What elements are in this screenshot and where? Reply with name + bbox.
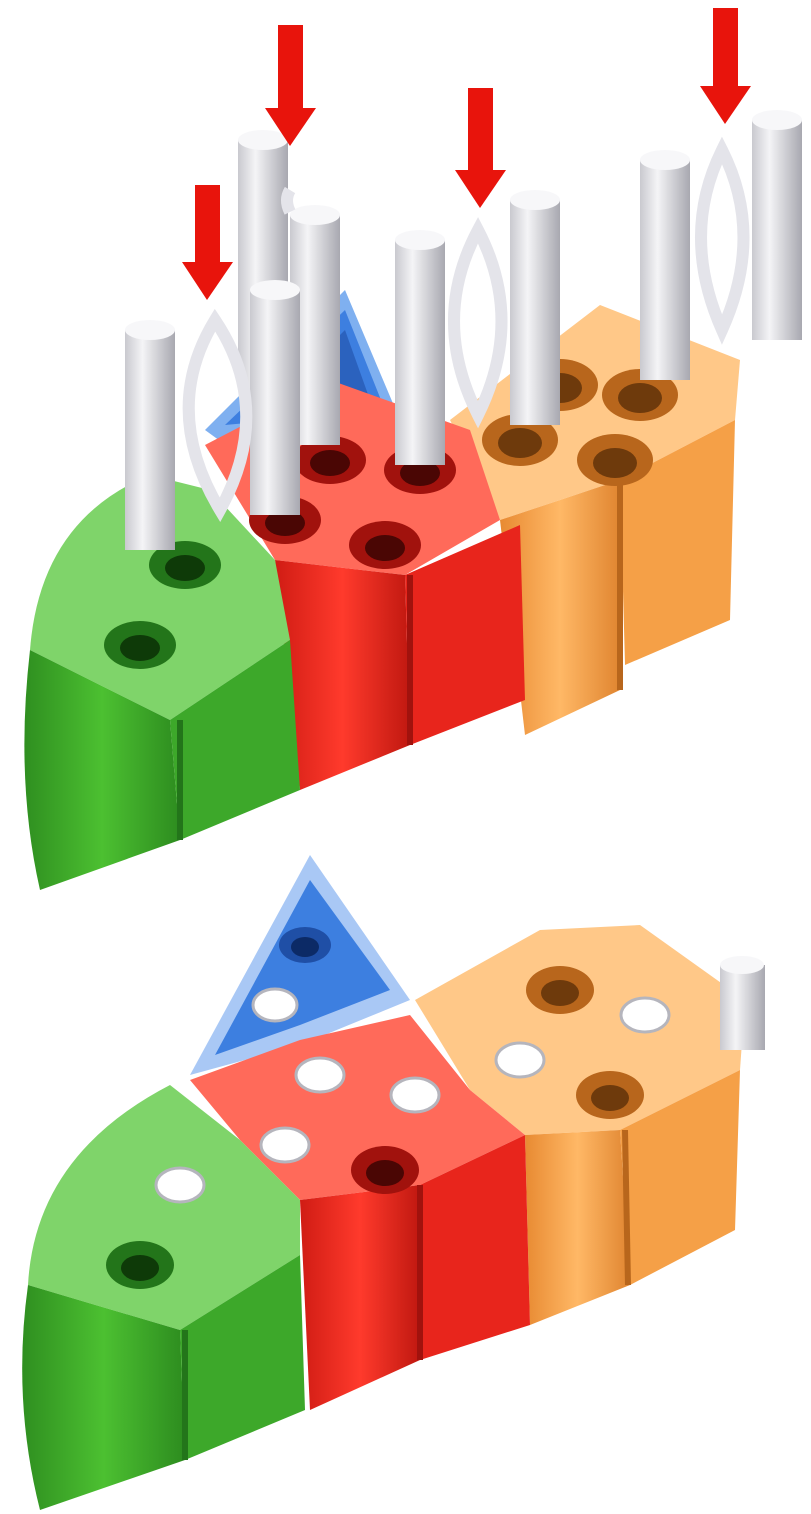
step-insert (24, 8, 802, 890)
down-arrow-icon (455, 88, 506, 208)
connector-pin-icon (752, 110, 802, 340)
connector-pin-icon (510, 190, 560, 425)
ring-clip-icon (454, 230, 502, 415)
connector-pin-icon (640, 150, 690, 380)
connector-pin-icon (720, 956, 765, 1050)
ring-clip-icon (287, 190, 290, 212)
connector-pin-icon (250, 280, 300, 515)
down-arrow-icon (700, 8, 751, 124)
down-arrow-icon (182, 185, 233, 300)
ring-clip-icon (701, 150, 744, 330)
connector-pin-icon (395, 230, 445, 465)
down-arrow-icon (265, 25, 316, 146)
connector-pin-icon (125, 320, 175, 550)
step-assembled (22, 855, 765, 1510)
